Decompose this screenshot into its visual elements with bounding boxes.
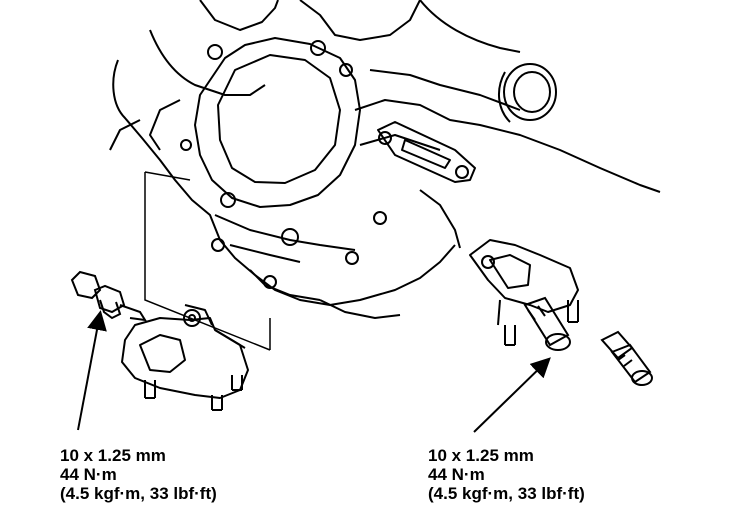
background-plane: [144, 171, 271, 351]
right-bolt-loose: [600, 330, 653, 386]
leader-arrows: [77, 310, 551, 433]
left-torque-alt: (4.5 kgf·m, 33 lbf·ft): [60, 484, 217, 503]
block-bosses: [180, 40, 387, 289]
engine-block: [109, 0, 661, 319]
right-torque-alt: (4.5 kgf·m, 33 lbf·ft): [428, 484, 585, 503]
block-mount-bracket: [377, 121, 476, 249]
left-mount-bracket: [121, 304, 249, 411]
right-bolt-size: 10 x 1.25 mm: [428, 446, 534, 465]
left-bolt: [70, 270, 147, 322]
left-torque-callout: 10 x 1.25 mm 44 N·m (4.5 kgf·m, 33 lbf·f…: [60, 446, 217, 503]
left-bolt-size: 10 x 1.25 mm: [60, 446, 166, 465]
left-leader-arrow: [77, 310, 107, 431]
oil-seal: [498, 63, 557, 123]
left-torque-nm: 44 N·m: [60, 465, 117, 484]
right-mount-bracket: [469, 239, 579, 346]
right-bolt-installed: [523, 296, 571, 351]
right-torque-callout: 10 x 1.25 mm 44 N·m (4.5 kgf·m, 33 lbf·f…: [428, 446, 585, 503]
right-leader-arrow: [473, 357, 551, 433]
right-torque-nm: 44 N·m: [428, 465, 485, 484]
